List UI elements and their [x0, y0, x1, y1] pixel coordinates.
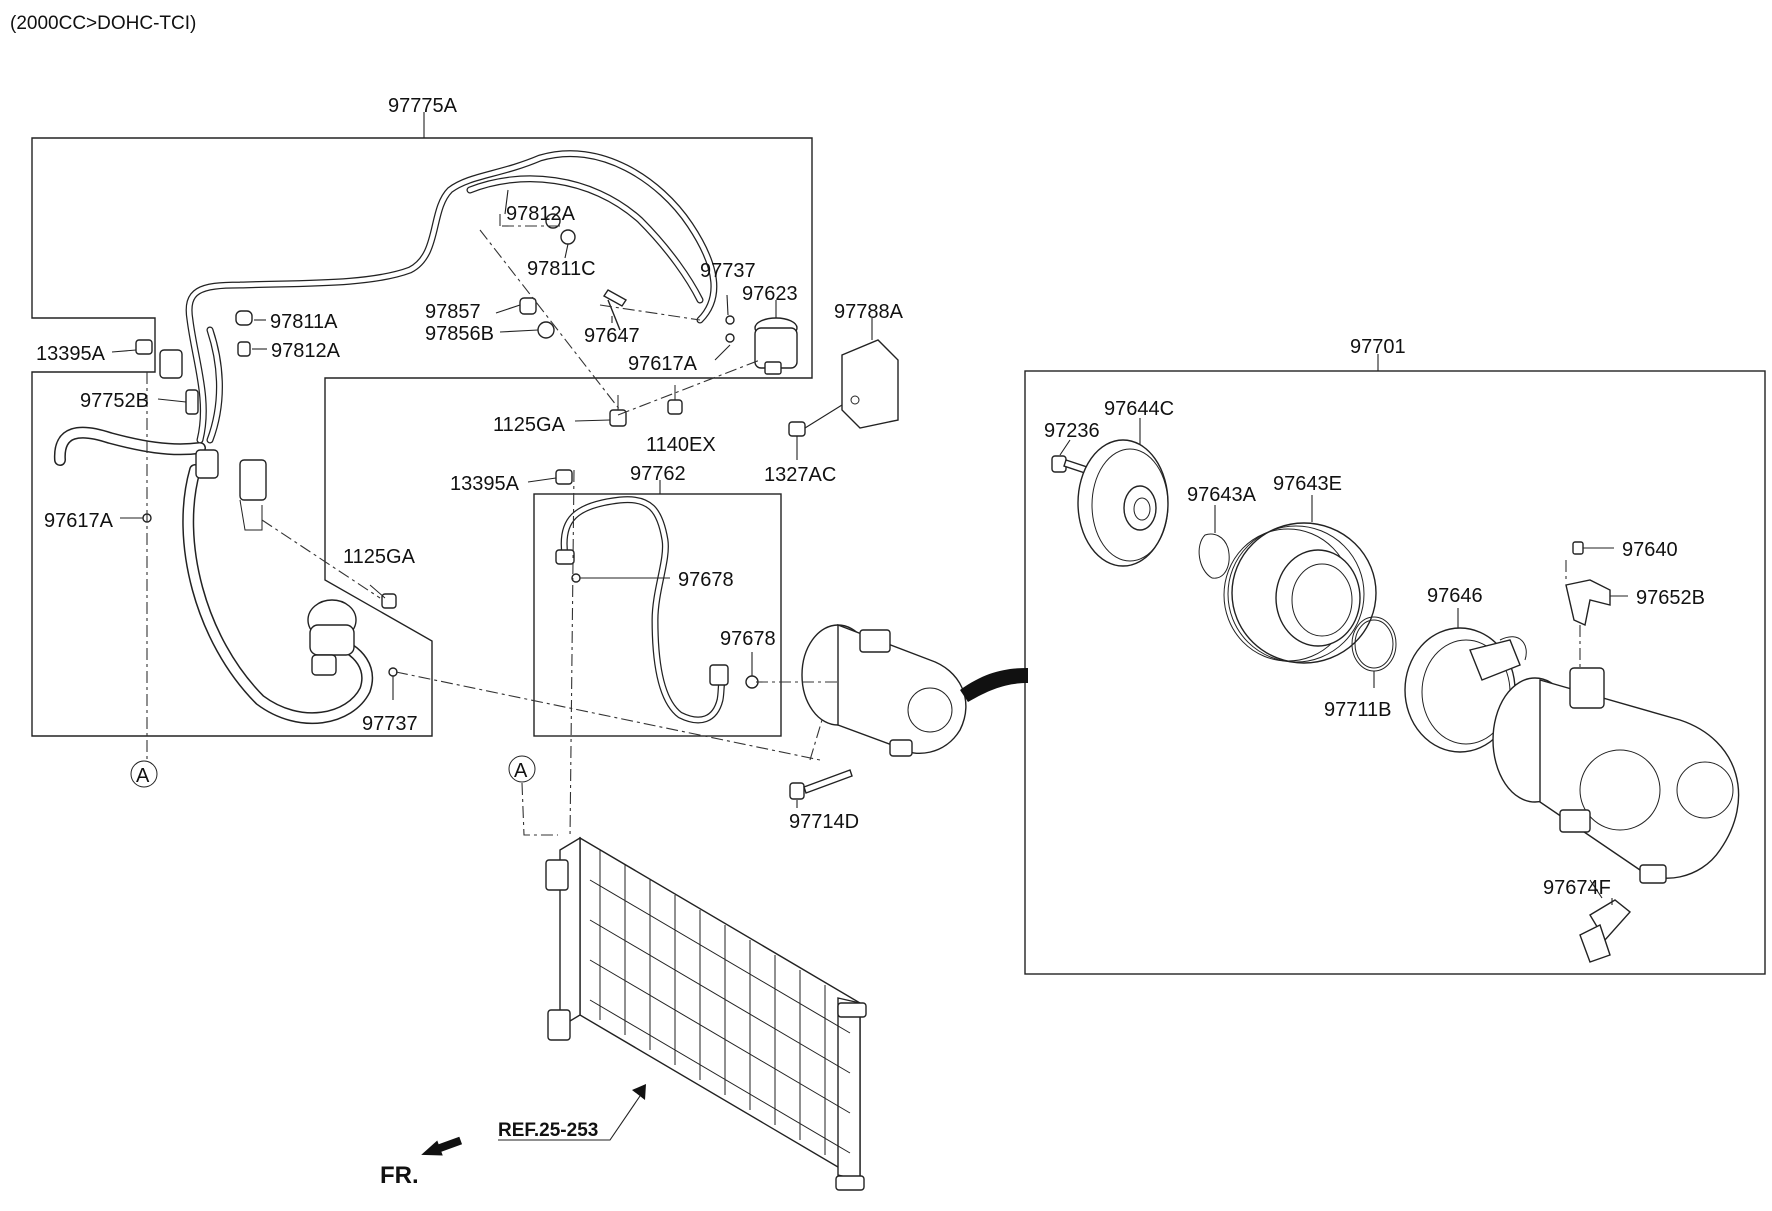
- bolt-97714D: [789, 769, 853, 800]
- ref-arrowhead: [632, 1084, 646, 1100]
- label-97737-top: 97737: [700, 260, 756, 282]
- pulley-97643E: [1223, 495, 1377, 664]
- label-97617A-top: 97617A: [628, 353, 698, 375]
- label-97643E: 97643E: [1273, 473, 1342, 495]
- label-97812A-top: 97812A: [506, 203, 576, 225]
- oring-97711B: [1351, 616, 1397, 688]
- label-97737-bottom: 97737: [362, 713, 418, 735]
- label-13395A-left: 13395A: [36, 343, 106, 365]
- label-97752B: 97752B: [80, 390, 149, 412]
- nut-13395A-mid: [555, 469, 573, 485]
- label-97617A-left: 97617A: [44, 510, 114, 532]
- label-97812A-left: 97812A: [271, 340, 341, 362]
- label-97674F: 97674F: [1543, 877, 1611, 899]
- label-97714D: 97714D: [789, 811, 859, 833]
- label-1327AC: 1327AC: [764, 464, 836, 486]
- label-1140EX: 1140EX: [646, 434, 716, 456]
- label-97644C: 97644C: [1104, 398, 1174, 420]
- snap-ring-97643A: [1198, 505, 1230, 579]
- orings-97678: [571, 573, 759, 689]
- label-97762: 97762: [630, 463, 686, 485]
- label-97811A: 97811A: [270, 311, 338, 333]
- pressure-switch-97674F: [1579, 898, 1632, 963]
- compressor-arrow: [960, 668, 1028, 702]
- hose-assembly-box-outline: [31, 137, 813, 737]
- suction-hose: [53, 426, 374, 725]
- field-coil-97646: [1404, 608, 1527, 753]
- condenser-reference: REF.25-253: [498, 1120, 598, 1141]
- label-97857: 97857: [425, 301, 481, 323]
- cover-97788A: [841, 318, 899, 429]
- connector-marker-mid-label: A: [514, 760, 528, 782]
- accumulator: [307, 599, 357, 676]
- label-97643A: 97643A: [1187, 484, 1257, 506]
- label-13395A-mid: 13395A: [450, 473, 520, 495]
- dash-dot-leaders: [146, 210, 1581, 839]
- discharge-hose: [555, 496, 729, 724]
- fitting-caps: [135, 213, 735, 677]
- label-97236: 97236: [1044, 420, 1100, 442]
- connector-marker-left-label: A: [136, 765, 150, 787]
- label-97646: 97646: [1427, 585, 1483, 607]
- condenser: [545, 836, 867, 1191]
- nut-1327AC: [788, 404, 843, 460]
- hose-brackets: [159, 349, 267, 531]
- label-97711B: 97711B: [1324, 699, 1391, 721]
- label-97775A: 97775A: [388, 95, 458, 117]
- label-97623: 97623: [742, 283, 798, 305]
- label-97811C: 97811C: [527, 258, 596, 280]
- label-97788A: 97788A: [834, 301, 904, 323]
- compressor-body-large: [1492, 667, 1740, 884]
- engine-spec-title: (2000CC>DOHC-TCI): [10, 13, 196, 34]
- label-97652B: 97652B: [1636, 587, 1705, 609]
- screw-97640: [1572, 541, 1614, 555]
- receiver-drier-97623: [754, 317, 798, 375]
- clutch-plate-97644C: [1077, 418, 1169, 567]
- discharge-hose-box: [533, 493, 782, 737]
- bracket-97652B: [1565, 579, 1628, 627]
- leader-lines: [111, 189, 1603, 1141]
- label-97701: 97701: [1350, 336, 1406, 358]
- connector-marker-mid: [508, 755, 536, 783]
- label-1125GA-top: 1125GA: [493, 414, 566, 436]
- front-arrow-icon: [421, 1136, 463, 1156]
- liquid-pipe: [185, 150, 718, 444]
- label-97678-a: 97678: [678, 569, 734, 591]
- connector-marker-left: [130, 760, 158, 788]
- label-97856B: 97856B: [425, 323, 494, 345]
- bolts-box1: [369, 289, 683, 609]
- front-label: FR.: [380, 1162, 419, 1189]
- compressor-small: [801, 623, 967, 757]
- label-97647: 97647: [584, 325, 640, 347]
- label-97640: 97640: [1622, 539, 1678, 561]
- part-labels: 97775A 97812A 97811C 97737 97623 97857 9…: [36, 95, 1705, 899]
- label-97678-b: 97678: [720, 628, 776, 650]
- label-1125GA-mid: 1125GA: [343, 546, 416, 568]
